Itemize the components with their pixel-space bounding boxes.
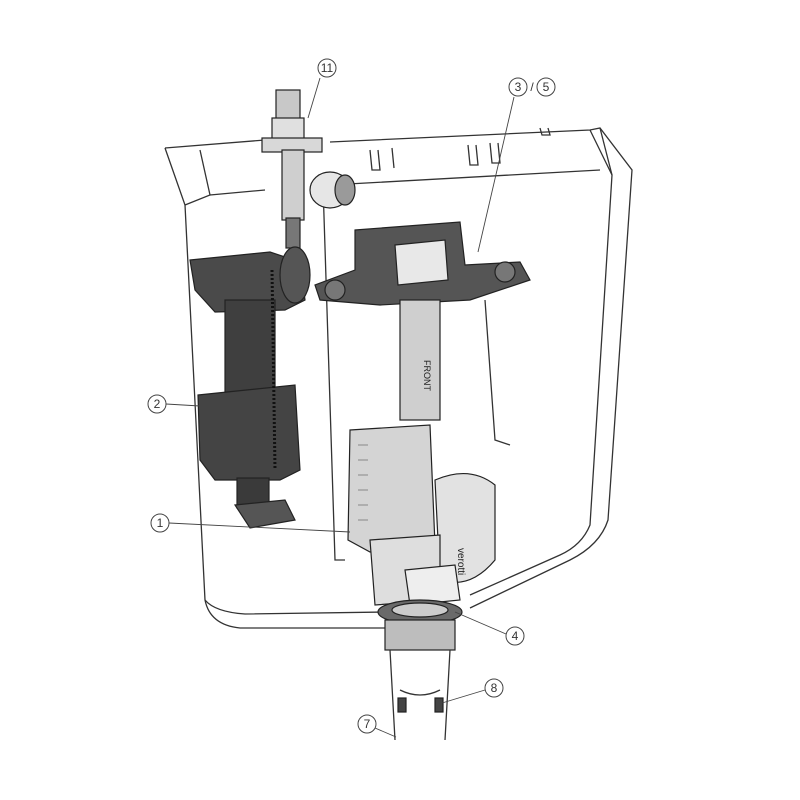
brand-label: verotti — [455, 548, 466, 575]
svg-text:7: 7 — [364, 717, 371, 731]
callout-7: 7 — [357, 714, 397, 738]
svg-text:11: 11 — [321, 61, 334, 75]
callout-1: 1 — [150, 513, 351, 533]
front-label: FRONT — [422, 360, 432, 391]
callout-11: 11 — [307, 58, 337, 119]
inlet-connector — [261, 89, 356, 249]
svg-text:3: 3 — [515, 80, 522, 94]
svg-text:1: 1 — [157, 516, 164, 530]
callout-2: 2 — [147, 394, 201, 414]
svg-text:2: 2 — [154, 397, 161, 411]
outlet-seal — [377, 599, 463, 651]
svg-text:8: 8 — [491, 681, 498, 695]
flush-valve: FRONT verotti — [347, 299, 496, 606]
svg-text:4: 4 — [512, 629, 519, 643]
callout-4: 4 — [454, 611, 525, 646]
cistern-tank — [164, 127, 633, 629]
svg-text:5: 5 — [543, 80, 550, 94]
callout-8: 8 — [441, 678, 504, 704]
flush-valve-bracket — [314, 221, 531, 306]
svg-text:/: / — [530, 80, 534, 94]
flush-pipe — [389, 649, 451, 741]
fill-valve — [189, 246, 311, 529]
callout-3-5: 3 / 5 — [477, 77, 556, 253]
